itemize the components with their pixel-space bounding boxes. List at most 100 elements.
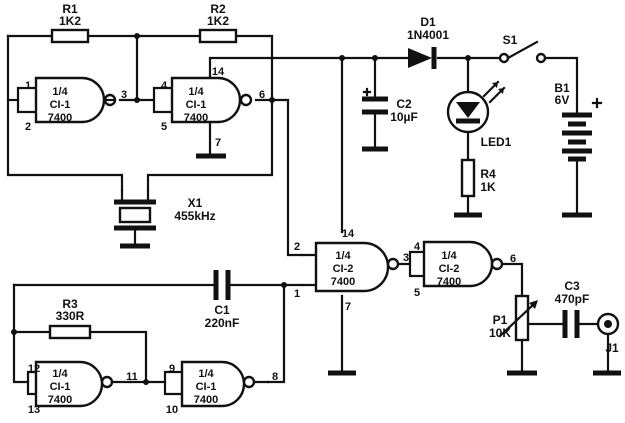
gate-fraction: 1/4 <box>188 86 204 98</box>
pin-label: 6 <box>259 89 265 101</box>
gate-ic: CI-1 <box>186 99 207 111</box>
gate-fraction: 1/4 <box>198 368 214 380</box>
wire-gate2-out <box>254 98 304 257</box>
component-ref: R3 <box>62 297 78 311</box>
led-led1: LED1 <box>446 80 512 149</box>
junctions <box>11 33 471 385</box>
pin-label: 8 <box>272 371 278 383</box>
component-ref: S1 <box>503 33 518 47</box>
pin-label: 2 <box>294 241 300 253</box>
wire-r3 <box>12 330 148 384</box>
battery-b1: B1 6V <box>554 81 603 218</box>
jack-j1: J1 <box>593 312 621 376</box>
wire-r1-loop <box>6 34 274 192</box>
resistor-r4: R4 1K <box>454 158 496 218</box>
resistor-r2: R2 1K2 <box>198 2 238 44</box>
wire-left-rail <box>6 34 124 192</box>
component-ref: R1 <box>62 2 78 16</box>
junction-dot <box>465 55 471 61</box>
capacitor-c2: C2 10µF <box>362 87 418 152</box>
crystal-x1: X1 455kHz <box>114 188 216 249</box>
gate-fraction: 1/4 <box>52 368 68 380</box>
gate-ic: CI-2 <box>439 263 460 275</box>
junction-dot <box>134 33 140 39</box>
diode-d1: D1 1N4001 <box>407 15 449 69</box>
pin-label: 4 <box>414 241 421 253</box>
pin-label: 1 <box>25 80 31 92</box>
gate-ic: CI-1 <box>196 381 217 393</box>
wire-vcc <box>208 56 502 94</box>
component-ref: C2 <box>396 97 412 111</box>
component-value: 455kHz <box>174 209 215 223</box>
junction-dot <box>11 329 17 335</box>
pin-label: 11 <box>126 371 138 383</box>
junction-dot <box>339 55 345 61</box>
capacitor-c3: C3 470pF <box>555 279 590 338</box>
component-ref: C3 <box>564 279 580 293</box>
junction-dot <box>143 379 149 385</box>
gate-part: 7400 <box>331 276 355 288</box>
component-value: 10K <box>489 326 511 340</box>
resistor-r3: R3 330R <box>48 297 92 340</box>
gate-ic: CI-1 <box>50 99 71 111</box>
component-ref: X1 <box>188 196 203 210</box>
switch-s1: S1 <box>498 33 547 64</box>
component-value: 10µF <box>390 110 418 124</box>
component-ref: R4 <box>480 167 496 181</box>
capacitor-c1: C1 220nF <box>205 270 240 330</box>
gate-part: 7400 <box>184 112 208 124</box>
component-ref: R2 <box>210 2 226 16</box>
pin-label: 14 <box>212 66 225 78</box>
gate-ic: CI-2 <box>333 263 354 275</box>
gate-part: 7400 <box>437 276 461 288</box>
pin-label: 14 <box>342 228 355 240</box>
pin-label: 4 <box>161 80 168 92</box>
pin-label: 9 <box>169 363 175 375</box>
gate-ic: CI-1 <box>50 381 71 393</box>
wire-bottom-left <box>12 283 30 384</box>
pin-label: 13 <box>28 404 40 416</box>
wire-out-pot <box>498 262 524 298</box>
component-value: 330R <box>56 309 85 323</box>
component-value: 1K2 <box>207 14 229 28</box>
pin-label: 3 <box>121 89 127 101</box>
nand-gate-ci1-d: 1/4 CI-1 7400 9 10 8 <box>163 360 278 416</box>
pin-label: 12 <box>28 363 40 375</box>
component-value: 220nF <box>205 316 240 330</box>
wire-switch-batt <box>540 56 579 116</box>
junction-dot <box>269 97 275 103</box>
component-value: 470pF <box>555 292 590 306</box>
pin-label: 1 <box>294 288 300 300</box>
component-ref: P1 <box>493 313 508 327</box>
pin-label: 3 <box>403 252 409 264</box>
gate-part: 7400 <box>194 394 218 406</box>
component-value: 1K2 <box>59 14 81 28</box>
pin-label: 5 <box>414 287 420 299</box>
nand-gate-ci1-c: 1/4 CI-1 7400 12 13 11 <box>26 360 138 416</box>
component-ref: LED1 <box>481 135 512 149</box>
nand-gate-ci2-b: 1/4 CI-2 7400 4 5 6 <box>408 240 516 299</box>
pin-label: 10 <box>166 404 178 416</box>
wire-gate4-out <box>266 283 286 384</box>
gate-part: 7400 <box>48 112 72 124</box>
nand-gate-ci2-a: 1/4 CI-2 7400 2 1 3 14 7 <box>294 228 409 313</box>
junction-dot <box>372 55 378 61</box>
gate-fraction: 1/4 <box>335 250 351 262</box>
gate-fraction: 1/4 <box>52 86 68 98</box>
pin-label: 6 <box>510 253 516 265</box>
wires <box>6 34 610 384</box>
pin-label: 7 <box>215 137 221 149</box>
component-value: 6V <box>555 93 570 107</box>
gate-fraction: 1/4 <box>441 250 457 262</box>
pin-label: 2 <box>25 121 31 133</box>
pin-label: 7 <box>345 301 351 313</box>
component-ref: D1 <box>420 15 436 29</box>
component-ref: J1 <box>605 341 619 355</box>
nand-gate-ci1-a: 1/4 CI-1 7400 1 2 3 <box>16 76 127 133</box>
component-ref: B1 <box>554 81 570 95</box>
resistor-r1: R1 1K2 <box>50 2 90 44</box>
component-ref: C1 <box>214 303 230 317</box>
component-value: 1N4001 <box>407 28 449 42</box>
